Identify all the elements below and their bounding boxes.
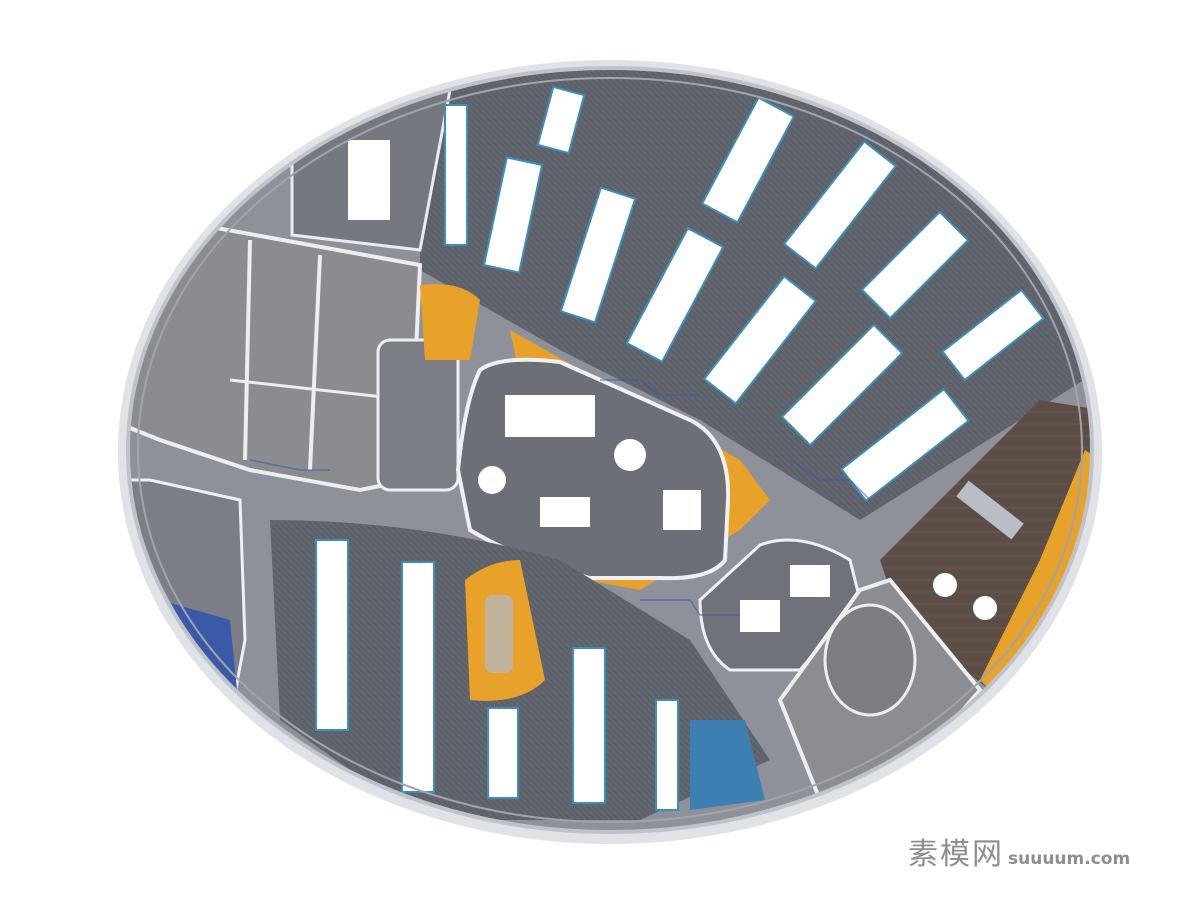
watermark: 素模网 suuuum.com xyxy=(908,832,1158,872)
south-desk-rows xyxy=(315,539,679,811)
central-meeting-pod xyxy=(455,330,770,590)
watermark-url-text: suuuum.com xyxy=(1008,849,1131,869)
north-desk-rows xyxy=(444,85,1045,503)
outer-wall xyxy=(126,66,1094,834)
southeast-meeting-rooms xyxy=(698,538,862,672)
corridor-carpet-pattern xyxy=(249,379,871,616)
west-core-rooms xyxy=(128,222,423,493)
south-open-office xyxy=(270,520,770,820)
west-small-meeting-rooms xyxy=(376,284,480,492)
watermark-logo-text: 素模网 xyxy=(908,837,1004,872)
